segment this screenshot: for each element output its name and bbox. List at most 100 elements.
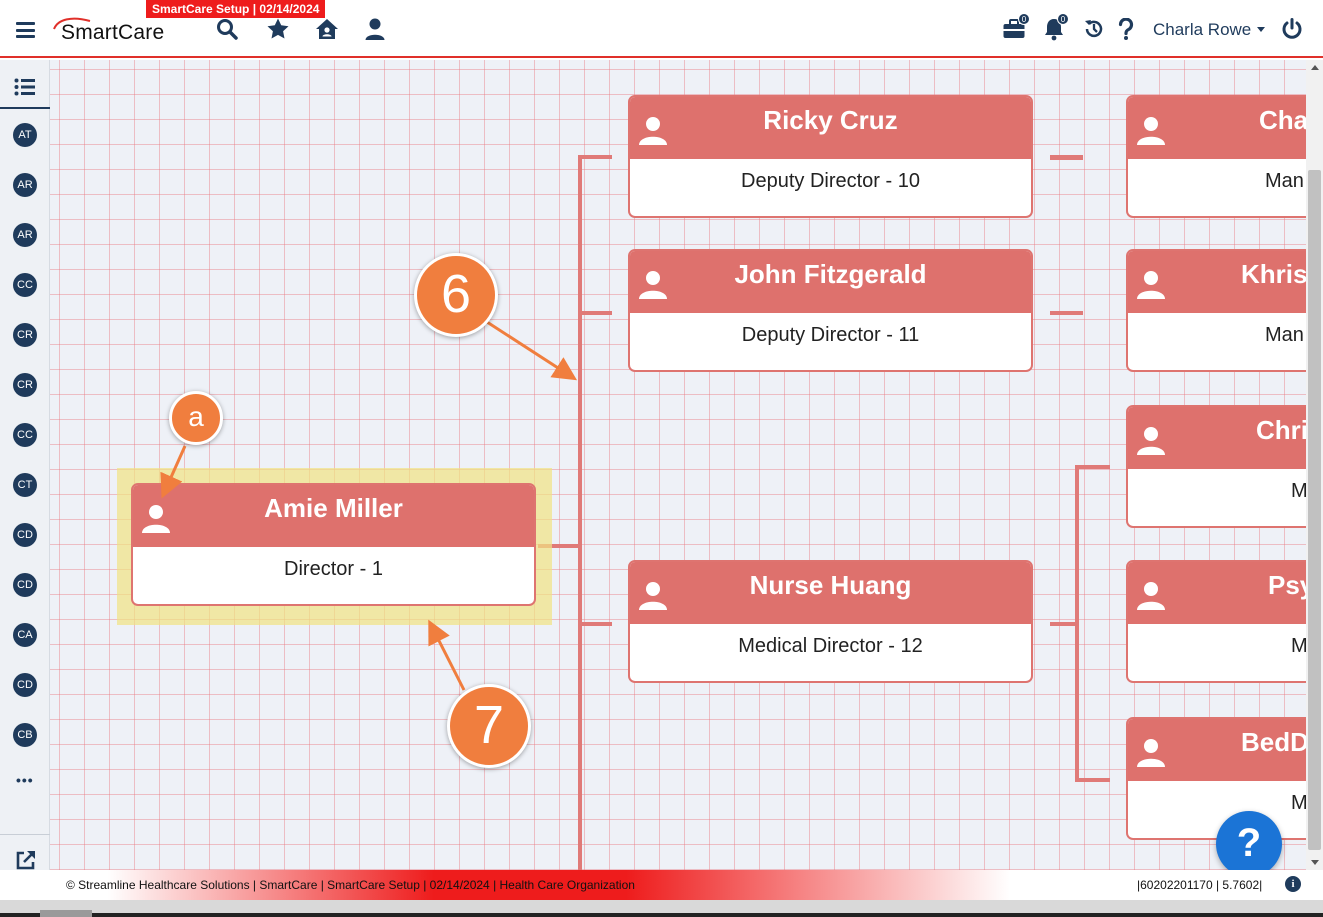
client-person-icon[interactable]	[362, 16, 388, 42]
user-menu-name[interactable]: Charla Rowe	[1153, 20, 1252, 39]
sidebar-item-ar[interactable]: AR	[13, 173, 37, 197]
person-icon	[1136, 269, 1166, 304]
chevron-down-icon[interactable]	[1257, 27, 1265, 32]
help-question-icon[interactable]	[1113, 16, 1139, 42]
person-icon	[638, 580, 668, 615]
sidebar-item-ct[interactable]: CT	[13, 473, 37, 497]
favorites-star-icon[interactable]	[265, 16, 291, 42]
card-role: Deputy Director - 11	[741, 324, 920, 346]
connector-trunk	[1075, 465, 1079, 782]
card-role: M	[1128, 624, 1306, 658]
card-role: Medical Director - 12	[738, 635, 923, 657]
sidebar-item-cr[interactable]: CR	[13, 323, 37, 347]
connector-branch	[1050, 311, 1083, 315]
org-chart-canvas[interactable]: Amie Miller Director - 1 Ricky Cruz Depu…	[50, 60, 1306, 870]
more-items-button[interactable]: •••	[16, 772, 34, 788]
list-view-icon[interactable]	[14, 78, 36, 101]
org-card-ricky-cruz[interactable]: Ricky Cruz Deputy Director - 10	[628, 95, 1033, 218]
card-header: Khrist	[1128, 251, 1306, 313]
connector-branch	[580, 622, 612, 626]
vertical-scrollbar[interactable]	[1306, 60, 1323, 870]
search-icon[interactable]	[214, 16, 240, 42]
external-link-icon[interactable]	[15, 849, 37, 876]
org-card-nurse-huang[interactable]: Nurse Huang Medical Director - 12	[628, 560, 1033, 683]
scrollbar-track	[0, 913, 1323, 917]
person-icon	[638, 115, 668, 150]
person-icon	[638, 269, 668, 304]
scrollbar-thumb[interactable]	[40, 910, 92, 917]
org-card-partial[interactable]: BedDa M	[1126, 717, 1306, 840]
history-icon[interactable]	[1081, 16, 1107, 42]
org-card-partial[interactable]: Chris M	[1126, 405, 1306, 528]
footer: © Streamline Healthcare Solutions | Smar…	[50, 870, 1323, 900]
connector-branch	[1075, 778, 1110, 782]
sidebar-item-cc[interactable]: CC	[13, 273, 37, 297]
card-name: Chris	[1256, 415, 1306, 445]
connector-branch	[1075, 465, 1110, 469]
card-role: Man	[1265, 170, 1304, 192]
card-header: Nurse Huang	[630, 562, 1031, 624]
card-name: Ricky Cruz	[763, 105, 898, 135]
callout-6: 6	[414, 253, 498, 337]
active-tab-indicator	[0, 107, 50, 109]
card-role: M	[1128, 469, 1306, 503]
sidebar-item-cb[interactable]: CB	[13, 723, 37, 747]
card-name: Psy	[1268, 570, 1306, 600]
info-icon[interactable]: i	[1285, 876, 1301, 892]
connector-branch	[580, 155, 612, 159]
card-header: BedDa	[1128, 719, 1306, 781]
card-name: Char	[1259, 105, 1306, 135]
connector-trunk	[578, 155, 582, 870]
briefcase-count-badge: 0	[1018, 13, 1030, 25]
power-logout-icon[interactable]	[1279, 16, 1305, 42]
card-header: Char	[1128, 97, 1306, 159]
sidebar-item-ca[interactable]: CA	[13, 623, 37, 647]
org-card-partial[interactable]: Char Man	[1126, 95, 1306, 218]
sidebar-divider	[0, 834, 50, 835]
card-name: John Fitzgerald	[734, 259, 927, 289]
smartcare-logo[interactable]: SmartCare	[52, 17, 172, 47]
org-card-john-fitzgerald[interactable]: John Fitzgerald Deputy Director - 11	[628, 249, 1033, 372]
connector-branch	[1050, 155, 1083, 160]
card-header: Chris	[1128, 407, 1306, 469]
scrollbar-thumb[interactable]	[1308, 170, 1321, 850]
card-name: Amie Miller	[264, 493, 403, 523]
card-header: Amie Miller	[133, 485, 534, 547]
org-card-partial[interactable]: Khrist Man	[1126, 249, 1306, 372]
card-header: John Fitzgerald	[630, 251, 1031, 313]
scroll-up-arrow-icon[interactable]	[1311, 65, 1319, 70]
footer-copyright: © Streamline Healthcare Solutions | Smar…	[66, 878, 635, 892]
annotation-arrows	[160, 320, 578, 691]
briefcase-icon[interactable]	[1001, 16, 1027, 42]
org-card-partial[interactable]: Psy M	[1126, 560, 1306, 683]
connector-branch	[1050, 622, 1078, 626]
card-role: Director - 1	[284, 558, 383, 580]
callout-a: a	[169, 391, 223, 445]
card-header: Psy	[1128, 562, 1306, 624]
card-name: Nurse Huang	[749, 570, 912, 600]
left-sidebar: AT AR AR CC CR CR CC CT CD CD CA CD CB •••	[0, 60, 50, 870]
person-icon	[141, 503, 171, 538]
card-header: Ricky Cruz	[630, 97, 1031, 159]
callout-a-arrow	[160, 445, 187, 499]
sidebar-item-cd[interactable]: CD	[13, 523, 37, 547]
connector-branch	[580, 311, 612, 315]
home-icon[interactable]	[314, 16, 340, 42]
org-card-root[interactable]: Amie Miller Director - 1	[131, 483, 536, 606]
sidebar-item-cd[interactable]: CD	[13, 673, 37, 697]
scroll-down-arrow-icon[interactable]	[1311, 860, 1319, 865]
sidebar-item-ar[interactable]: AR	[13, 223, 37, 247]
sidebar-item-cd[interactable]: CD	[13, 573, 37, 597]
hamburger-menu-icon[interactable]	[16, 22, 35, 38]
person-icon	[1136, 737, 1166, 772]
horizontal-scrollbar[interactable]	[0, 900, 1323, 917]
help-floating-button[interactable]: ?	[1216, 811, 1282, 877]
sidebar-item-cc[interactable]: CC	[13, 423, 37, 447]
footer-version: |60202201170 | 5.7602|	[1137, 878, 1263, 892]
notification-count-badge: 0	[1057, 13, 1069, 25]
sidebar-item-cr[interactable]: CR	[13, 373, 37, 397]
sidebar-item-at[interactable]: AT	[13, 123, 37, 147]
person-icon	[1136, 580, 1166, 615]
connector-root	[538, 544, 580, 548]
